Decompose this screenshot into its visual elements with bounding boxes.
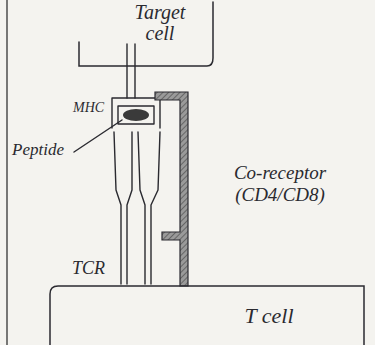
tcr-label: TCR (72, 258, 116, 279)
tcr-beta-chain (138, 132, 160, 284)
target-cell: Target cell (78, 0, 215, 68)
cell-label: Target cell (118, 2, 202, 44)
cell-label: T cell (224, 304, 314, 327)
cell-membrane (50, 286, 364, 345)
co-receptor (155, 92, 188, 286)
tcr-alpha-chain (114, 132, 132, 284)
peptide-label: Peptide (12, 140, 82, 160)
mhc-label: MHC (73, 100, 113, 116)
mhc-groove (112, 98, 160, 128)
mhc-stem (127, 44, 135, 98)
co-receptor-label: Co-receptor (CD4/CD8) (200, 162, 360, 206)
mhc-pocket (118, 106, 154, 124)
t-cell: T cell (48, 284, 366, 345)
cell-outline (48, 284, 366, 345)
cell-membrane (79, 2, 213, 66)
margin-line (6, 0, 7, 345)
peptide-blob (123, 109, 149, 121)
leader-line (74, 120, 122, 152)
